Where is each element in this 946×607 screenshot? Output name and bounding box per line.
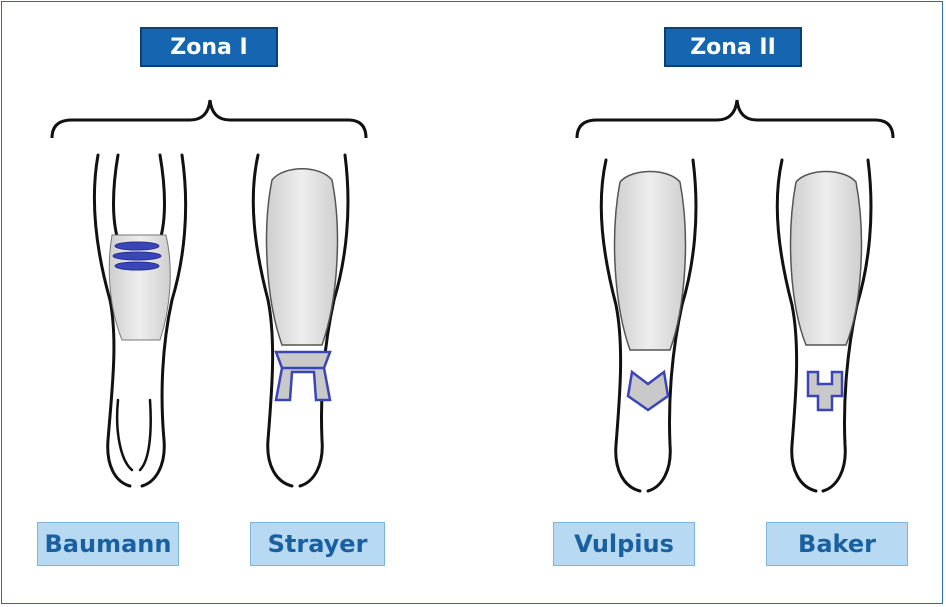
vulpius-incision <box>628 372 668 410</box>
baumann-muscle <box>109 235 170 340</box>
procedure-baumann-label: Baumann <box>37 522 179 566</box>
baker-muscle <box>791 172 862 346</box>
strayer-incision <box>276 352 330 400</box>
strayer-muscle <box>267 169 338 345</box>
zone-1-bracket <box>52 100 366 138</box>
vulpius-muscle <box>615 172 686 351</box>
baker-incision <box>808 372 842 410</box>
procedure-vulpius-label: Vulpius <box>553 522 695 566</box>
zone-2-bracket <box>577 100 893 138</box>
procedure-strayer-label: Strayer <box>250 522 385 566</box>
baumann-incisions <box>113 242 161 270</box>
procedure-baker-label: Baker <box>766 522 908 566</box>
